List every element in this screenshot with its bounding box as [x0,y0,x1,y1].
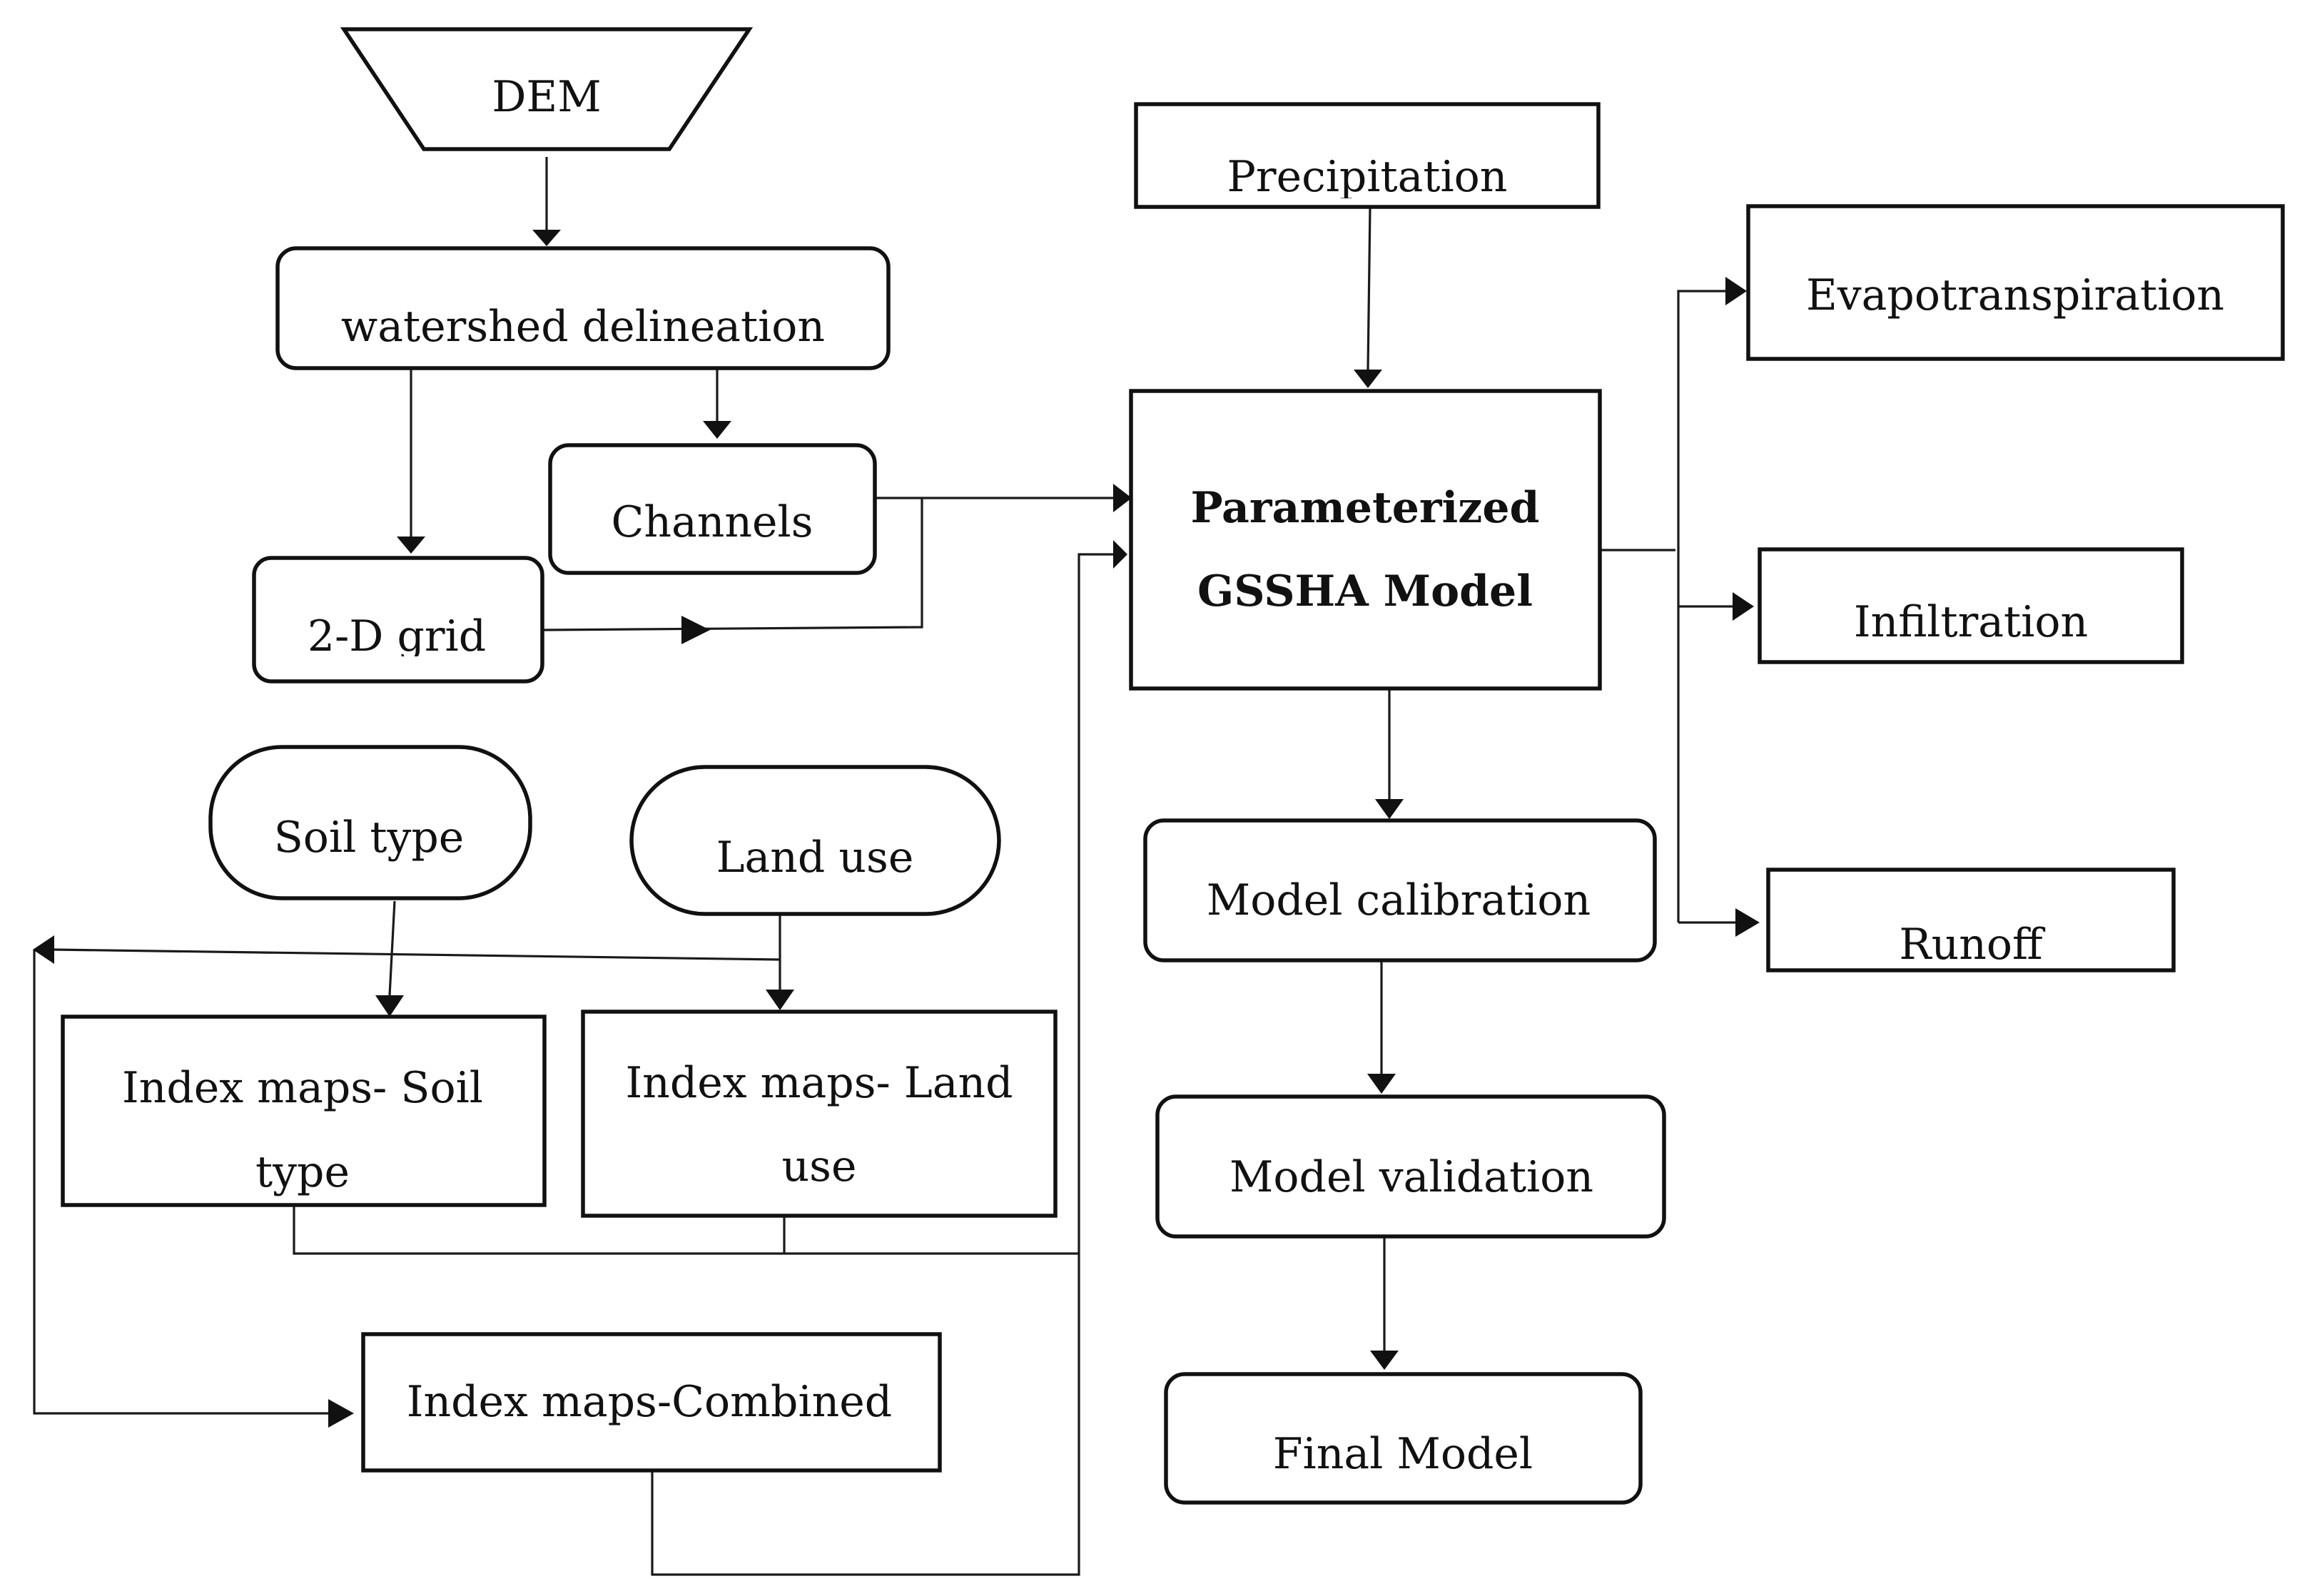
arrow-right-icon [1735,908,1760,937]
node-index-maps-soil: Index maps- Soil type [61,1015,547,1207]
node-precipitation: Precipitation [1134,102,1601,209]
index-combined-label: Index maps-Combined [407,1377,892,1427]
node-model-calibration: Model calibration [1143,818,1657,962]
node-evapotranspiration: Evapotranspiration [1746,204,2285,361]
node-index-maps-land: Index maps- Land use [581,1010,1058,1218]
arrow-down-icon [532,230,561,246]
final-model-label: Final Model [1273,1429,1533,1479]
node-land-use: Land use [629,765,1001,916]
node-index-maps-combined: Index maps-Combined [361,1332,942,1473]
arrow-left-icon [33,935,54,964]
validation-label: Model validation [1229,1152,1593,1202]
arrow-right-icon [1725,277,1747,305]
arrow-right-icon [681,616,710,644]
land-use-label: Land use [716,833,914,883]
arrow-down-icon [375,995,404,1017]
index-land-label-line1: Index maps- Land [625,1058,1013,1108]
infiltration-label: Infiltration [1854,597,2088,647]
arrow-down-icon [1370,1351,1399,1370]
arrow-down-icon [766,990,794,1010]
dem-label: DEM [492,72,601,122]
grid-label: 2-D grid [308,611,486,661]
node-model-validation: Model validation [1155,1094,1666,1239]
runoff-label: Runoff [1899,920,2046,970]
model-label-line2: GSSHA Model [1197,566,1533,616]
node-2d-grid: 2-D grid [252,556,544,683]
arrow-right-icon [1113,484,1132,512]
edge-precip-model [1367,206,1371,370]
soil-type-label: Soil type [274,813,465,863]
edge-fan-evap [1677,290,1725,922]
arrow-right-icon [328,1399,354,1428]
edge-loop-combined [33,950,328,1415]
arrowheads [33,230,1760,1428]
node-soil-type: Soil type [208,745,532,900]
node-dem: DEM [340,27,754,151]
channels-label: Channels [611,497,813,547]
evapotranspiration-label: Evapotranspiration [1806,270,2224,320]
index-soil-label-line1: Index maps- Soil [122,1063,483,1113]
arrow-down-icon [397,537,425,554]
connectors [33,157,1735,1576]
model-label-line1: Parameterized [1190,483,1539,533]
edge-land-loop [54,948,781,961]
node-infiltration: Infiltration [1758,547,2184,664]
node-watershed-delineation: watershed delineation [275,246,891,370]
node-parameterized-model: Parameterized GSSHA Model [1129,389,1602,691]
edge-grid-bracket [542,498,923,631]
arrow-down-icon [1375,799,1404,819]
arrow-down-icon [703,421,731,439]
arrow-right-icon [1733,592,1754,621]
watershed-label: watershed delineation [341,302,825,352]
index-land-label-line2: use [782,1142,857,1191]
node-channels: Channels [548,443,877,575]
edge-soil-index [388,900,396,996]
node-final-model: Final Model [1164,1372,1643,1505]
arrow-down-icon [1354,370,1382,388]
arrow-down-icon [1367,1074,1396,1094]
edge-combined-model [651,1254,1080,1576]
calibration-label: Model calibration [1207,875,1591,925]
node-runoff: Runoff [1766,868,2176,972]
precipitation-label: Precipitation [1227,152,1508,202]
arrow-right-icon [1113,540,1127,569]
index-soil-label-line2: type [255,1147,350,1197]
